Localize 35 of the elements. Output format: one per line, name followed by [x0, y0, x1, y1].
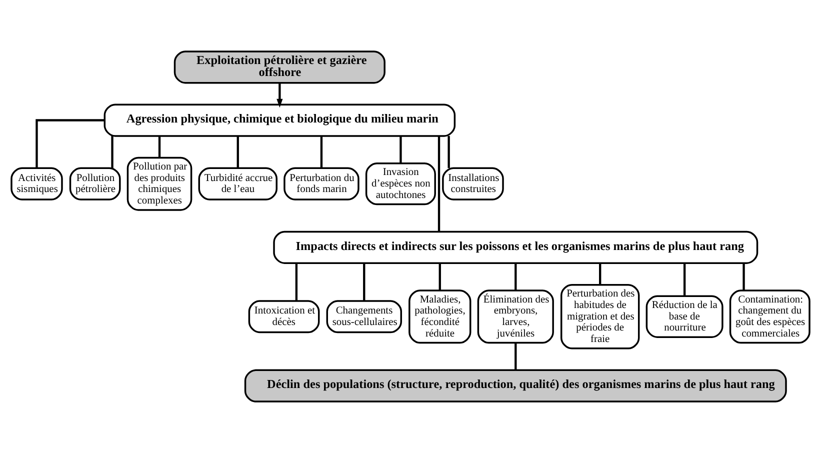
node-box: Impacts directs et indirects sur les poissons et les organismes marins de plus haut rang [273, 230, 758, 264]
node-box: Intoxication et décès [248, 300, 320, 333]
node-box: Pollution pétrolière [69, 166, 121, 200]
connector [448, 135, 450, 168]
node-box: Installations construites [442, 166, 504, 200]
node-box: Déclin des populations (structure, reproduction, qualité) des organismes marins de plus haut rang [244, 368, 787, 402]
connector [683, 262, 686, 296]
node-box: Invasion d’espèces non autochtones [365, 162, 436, 205]
node-box: Perturbation des habitudes de migration et des périodes de fraie [560, 283, 640, 349]
node-box: Turbidité accrue de l’eau [198, 166, 278, 200]
connector [36, 118, 104, 168]
connector [158, 135, 161, 158]
node-box: Agression physique, chimique et biologique du milieu marin [104, 103, 456, 136]
connector [514, 342, 517, 370]
connector [111, 135, 114, 168]
node-box: Activités sismiques [10, 166, 63, 200]
connector [236, 135, 239, 168]
connector [295, 262, 298, 300]
connector [400, 135, 402, 163]
node-box: Pollution par des produits chimiques complexes [126, 156, 192, 210]
connector [599, 262, 602, 284]
node-box: Changements sous-cellulaires [326, 300, 402, 333]
connector [363, 262, 366, 300]
connector [320, 135, 323, 168]
node-box: Réduction de la base de nourriture [646, 294, 724, 338]
connector [742, 262, 745, 290]
node-box: Exploitation pétrolière et gazière offshore [174, 50, 386, 84]
connector [438, 262, 441, 290]
node-box: Élimination des embryons, larves, juvéniles [477, 289, 554, 344]
connector [438, 136, 440, 231]
node-box: Maladies, pathologies, fécondité réduite [408, 289, 472, 344]
connector [514, 262, 517, 290]
node-box: Perturbation du fonds marin [284, 166, 360, 200]
arrow [276, 82, 283, 108]
node-box: Contamination: changement du goût des espèces commerciales [729, 289, 810, 344]
